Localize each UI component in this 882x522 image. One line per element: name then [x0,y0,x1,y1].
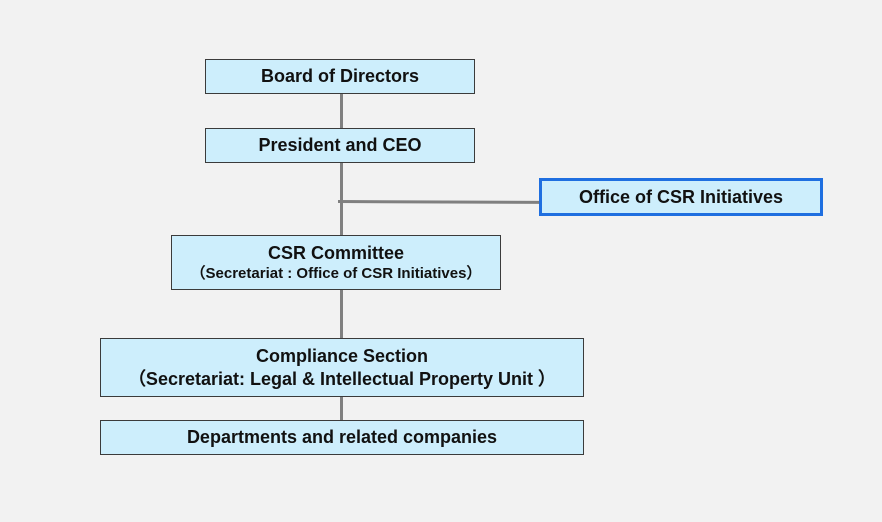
node-sublabel: （Secretariat : Office of CSR Initiatives… [190,265,482,283]
node-csr-committee: CSR Committee （Secretariat : Office of C… [171,235,501,290]
node-office-of-csr-initiatives: Office of CSR Initiatives [539,178,823,216]
node-board-of-directors: Board of Directors [205,59,475,94]
edge-csr-committee-compliance [340,289,343,339]
node-label: Departments and related companies [186,427,498,448]
node-departments-and-related-companies: Departments and related companies [100,420,584,455]
node-label: CSR Committee [267,242,405,263]
node-label: President and CEO [258,135,422,156]
node-president-and-ceo: President and CEO [205,128,475,163]
node-label: Compliance Section [255,345,429,366]
edge-board-president [340,93,343,129]
node-label: Board of Directors [260,66,420,87]
edge-president-csr-committee [340,162,343,236]
edge-compliance-departments [340,396,343,421]
edge-president-csr-office [337,200,542,204]
node-sublabel: （Secretariat: Legal & Intellectual Prope… [127,368,557,389]
node-label: Office of CSR Initiatives [578,186,784,207]
node-compliance-section: Compliance Section （Secretariat: Legal &… [100,338,584,397]
